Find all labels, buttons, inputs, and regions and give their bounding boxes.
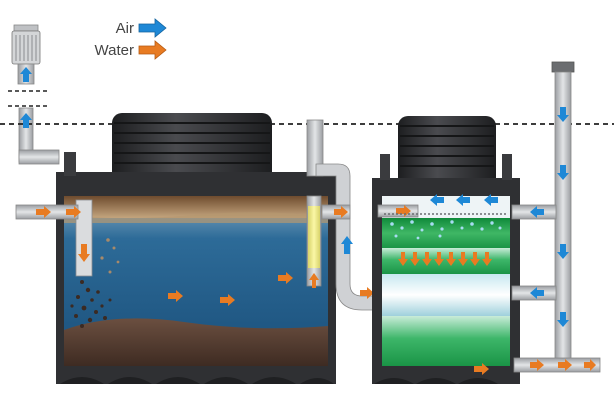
water-arrow-icon	[309, 273, 319, 288]
water-arrow-icon	[530, 359, 544, 371]
connecting-pipe	[315, 163, 379, 311]
water-arrow-icon	[474, 363, 489, 375]
air-blower	[11, 24, 41, 85]
air-arrow-icon	[341, 236, 353, 254]
air-arrow-icon	[557, 244, 569, 259]
water-arrow-icon	[360, 287, 374, 299]
air-arrow-icon	[557, 165, 569, 180]
water-arrow-icon	[398, 252, 492, 266]
air-arrow-icon	[430, 194, 444, 206]
water-arrow-icon	[36, 206, 51, 218]
water-arrow-icon	[558, 359, 572, 371]
water-arrow-icon	[78, 244, 90, 262]
primary-settling-tank	[15, 113, 336, 384]
water-arrow-icon	[396, 205, 411, 217]
air-arrow-icon	[557, 107, 569, 122]
aeration-and-outlet-pipework	[511, 61, 601, 373]
air-arrow-icon	[138, 18, 167, 38]
air-arrow-icon	[530, 287, 544, 299]
water-arrow-icon	[334, 206, 348, 218]
air-arrow-icon	[484, 194, 498, 206]
legend-water-label: Water	[95, 42, 134, 59]
air-arrow-icon	[557, 312, 569, 327]
water-arrow-icon	[138, 40, 167, 60]
air-blower-icon	[15, 35, 37, 61]
water-arrow-icon	[278, 272, 293, 284]
legend-air-label: Air	[116, 20, 134, 37]
air-arrow-icon	[456, 194, 470, 206]
air-arrow-icon	[20, 113, 32, 128]
water-arrow-icon	[220, 294, 235, 306]
air-arrow-icon	[530, 206, 544, 218]
legend: Air Water	[95, 18, 167, 60]
air-arrow-icon	[20, 67, 32, 82]
water-arrow-icon	[66, 206, 81, 218]
biological-treatment-tank	[372, 116, 520, 384]
water-arrow-icon	[584, 359, 596, 371]
water-arrow-icon	[168, 290, 183, 302]
